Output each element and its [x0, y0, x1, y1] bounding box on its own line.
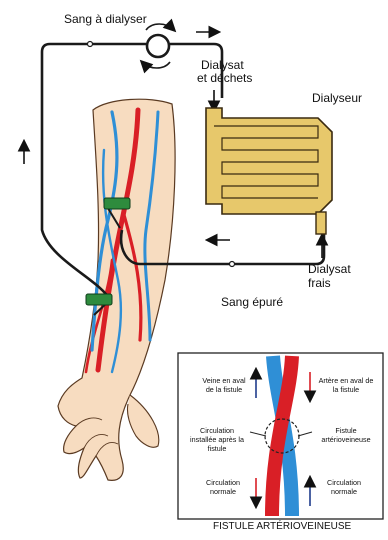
label-dialysat-dechets-line2: et déchets [197, 71, 252, 85]
needle-clamp-upper [104, 198, 130, 209]
inset-label-veine-aval: Veine en aval de la fistule [198, 376, 250, 394]
inset-title: FISTULE ARTÉRIOVEINEUSE [213, 521, 351, 533]
inset-label-fistule: Fistule artérioveineuse [318, 426, 374, 444]
inset-label-artere-aval: Artère en aval de la fistule [318, 376, 374, 394]
tube-joint [88, 42, 93, 47]
inset-label-circulation-installee: Circulation installée après la fistule [186, 426, 248, 453]
label-dialyseur: Dialyseur [312, 91, 362, 105]
label-dialysat-frais-line2: frais [308, 276, 331, 290]
pump-rotation-arrow-top [146, 24, 174, 30]
label-sang-a-dialyser: Sang à dialyser [64, 12, 147, 26]
thumb [127, 395, 158, 447]
tube-joint [230, 262, 235, 267]
dialyzer-port-bottom [316, 212, 326, 234]
inset-label-circulation-normale-left: Circulation normale [198, 478, 248, 496]
needle-clamp-lower [86, 294, 112, 305]
inset-label-circulation-normale-right: Circulation normale [318, 478, 370, 496]
label-dialysat-frais-line1: Dialysat [308, 262, 351, 276]
label-sang-epure: Sang épuré [221, 295, 283, 309]
label-dialysat-dechets-line1: Dialysat [201, 58, 244, 72]
pump-rotation-arrow-bottom [142, 62, 170, 68]
pump-icon [147, 35, 169, 57]
